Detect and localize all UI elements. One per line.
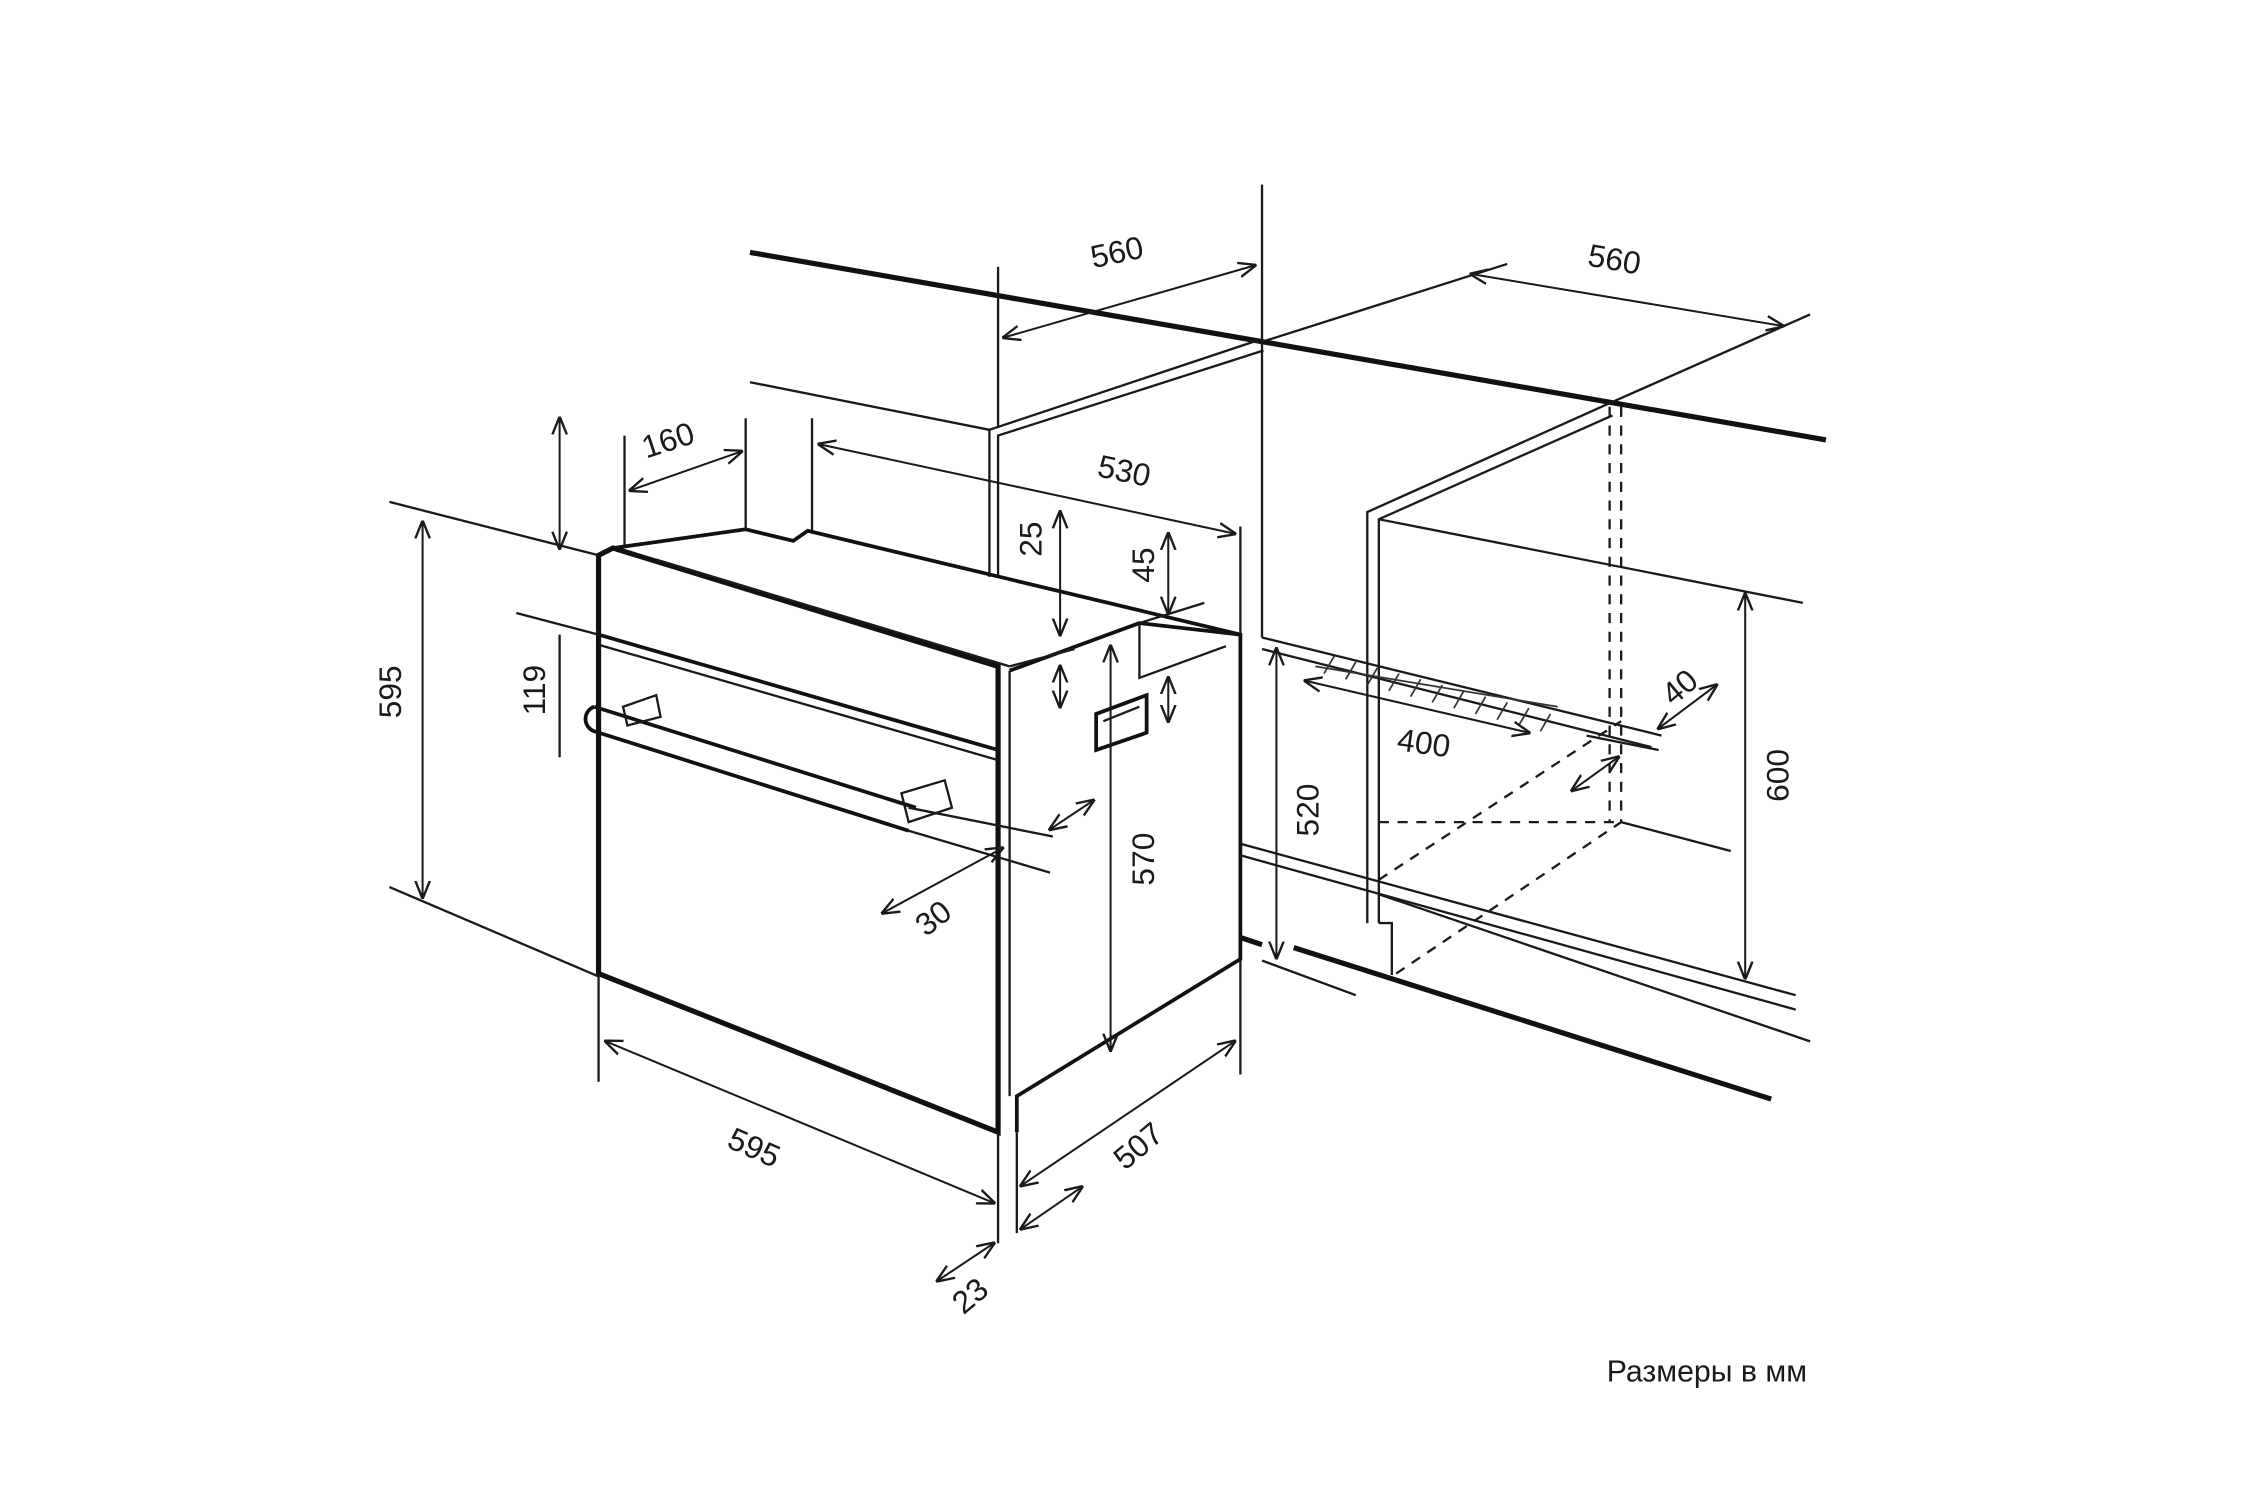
right-cabinet [1239,402,1811,1102]
worktop [749,184,1827,638]
dim-label-560-left: 560 [1087,229,1146,275]
dim-label-45: 45 [1125,547,1161,582]
dim-label-570: 570 [1125,833,1161,886]
oven-handle [583,693,954,833]
dim-label-560-right: 560 [1585,237,1643,282]
dim-label-507: 507 [1106,1115,1170,1177]
dim-label-595-width: 595 [723,1120,786,1174]
dim-label-520: 520 [1289,784,1325,837]
vent-hatching [1315,655,1558,732]
dim-label-530: 530 [1095,448,1154,494]
left-cabinet [749,339,1264,577]
dimension-lines [423,265,1783,1280]
dim-label-40: 40 [1654,662,1704,712]
units-note: Размеры в мм [1607,1356,1807,1389]
dim-label-160: 160 [637,415,698,466]
dim-label-600: 600 [1759,749,1795,802]
oven [595,527,1243,1137]
dim-label-25: 25 [1012,521,1048,556]
dim-label-119: 119 [516,665,552,716]
dim-label-595-height: 595 [372,665,408,718]
dim-label-400: 400 [1395,721,1452,764]
dim-label-23: 23 [945,1270,995,1320]
dim-label-30: 30 [908,893,958,943]
